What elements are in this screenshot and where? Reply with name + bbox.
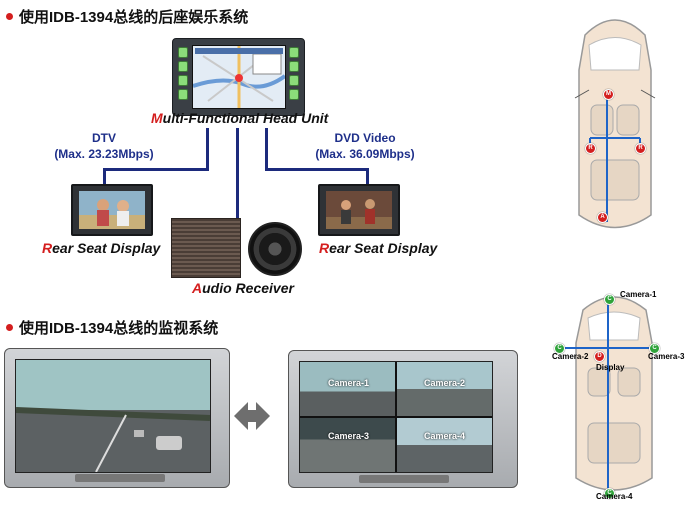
speaker-icon <box>248 222 302 276</box>
caption-text: ulti-Functional Head Unit <box>163 110 329 126</box>
head-unit-button-icon <box>178 47 188 58</box>
bullet-icon <box>6 13 13 20</box>
dvd-name: DVD Video <box>300 130 430 146</box>
camera-2-car-label: Camera-2 <box>552 352 588 361</box>
head-unit <box>172 38 305 116</box>
head-unit-marker: M <box>603 89 614 100</box>
rear-seat-display-right <box>318 184 400 236</box>
dvd-label: DVD Video (Max. 36.09Mbps) <box>300 130 430 162</box>
caption-text: udio Receiver <box>202 280 294 296</box>
monitor-side-panel <box>209 361 221 473</box>
head-unit-button-icon <box>178 75 188 86</box>
rear-display-marker: R <box>585 143 596 154</box>
section-heading-surveillance: 使用IDB-1394总线的监视系统 <box>6 317 218 338</box>
camera-2-label: Camera-2 <box>424 378 465 388</box>
dtv-rate: (Max. 23.23Mbps) <box>44 146 164 162</box>
monitor-single-view <box>4 348 230 488</box>
navigation-map-screen <box>192 45 286 109</box>
monitor-screen <box>15 359 211 473</box>
link-line <box>265 168 369 171</box>
camera-4-view <box>397 418 492 472</box>
rear-seat-display-right-caption: Rear Seat Display <box>319 240 437 256</box>
rear-seat-display-left <box>71 184 153 236</box>
caption-initial: R <box>319 240 329 256</box>
audio-receiver-box <box>171 218 241 278</box>
camera-3-label: Camera-3 <box>328 431 369 441</box>
car-diagram-entertainment: M R R A <box>555 10 675 240</box>
dvd-scene-icon <box>326 191 392 229</box>
bullet-icon <box>6 324 13 331</box>
camera-3-view <box>300 418 395 472</box>
camera-1-car-label: Camera-1 <box>620 290 656 299</box>
camera-1-view <box>300 362 395 416</box>
camera-3-car-label: Camera-3 <box>648 352 684 361</box>
caption-initial: R <box>42 240 52 256</box>
display-marker: D <box>594 351 605 362</box>
car-top-view-icon <box>548 288 688 504</box>
link-line <box>206 128 209 170</box>
camera-marker: C <box>604 294 615 305</box>
rear-display-screen <box>326 191 392 229</box>
car-diagram-surveillance: C C C C D Camera-1 Camera-2 Camera-3 Dis… <box>548 288 688 504</box>
section-heading-entertainment: 使用IDB-1394总线的后座娱乐系统 <box>6 6 248 27</box>
caption-initial: M <box>151 110 163 126</box>
head-unit-button-icon <box>289 47 299 58</box>
head-unit-button-icon <box>178 89 188 100</box>
monitor-buttons-icon <box>75 474 165 482</box>
head-unit-button-icon <box>289 75 299 86</box>
dtv-label: DTV (Max. 23.23Mbps) <box>44 130 164 162</box>
head-unit-button-icon <box>289 61 299 72</box>
caption-text: ear Seat Display <box>52 240 160 256</box>
road-scene-icon <box>16 360 210 472</box>
audio-receiver-caption: Audio Receiver <box>192 280 294 296</box>
audio-marker: A <box>597 212 608 223</box>
camera-2-view <box>397 362 492 416</box>
switch-arrow-icon <box>232 398 272 434</box>
rear-display-marker: R <box>635 143 646 154</box>
caption-text: ear Seat Display <box>329 240 437 256</box>
camera-1-label: Camera-1 <box>328 378 369 388</box>
display-car-label: Display <box>596 363 624 372</box>
link-line <box>103 168 209 171</box>
camera-4-label: Camera-4 <box>424 431 465 441</box>
navigation-map-icon <box>193 46 285 108</box>
link-line <box>265 128 268 170</box>
monitor-buttons-icon <box>359 475 449 483</box>
monitor-quad-screen: Camera-1 Camera-2 Camera-3 Camera-4 <box>299 361 493 473</box>
link-line <box>236 128 239 220</box>
head-unit-button-icon <box>289 89 299 100</box>
section-title-surveillance: 使用IDB-1394总线的监视系统 <box>19 317 218 338</box>
tv-scene-icon <box>79 191 145 229</box>
dtv-name: DTV <box>44 130 164 146</box>
car-top-view-icon <box>555 10 675 240</box>
caption-initial: A <box>192 280 202 296</box>
head-unit-caption: Multi-Functional Head Unit <box>151 110 328 126</box>
section-title-entertainment: 使用IDB-1394总线的后座娱乐系统 <box>19 6 248 27</box>
head-unit-button-icon <box>178 61 188 72</box>
camera-4-car-label: Camera-4 <box>596 492 632 501</box>
monitor-quad-view: Camera-1 Camera-2 Camera-3 Camera-4 <box>288 350 518 488</box>
rear-seat-display-left-caption: Rear Seat Display <box>42 240 160 256</box>
dvd-rate: (Max. 36.09Mbps) <box>300 146 430 162</box>
rear-display-screen <box>79 191 145 229</box>
